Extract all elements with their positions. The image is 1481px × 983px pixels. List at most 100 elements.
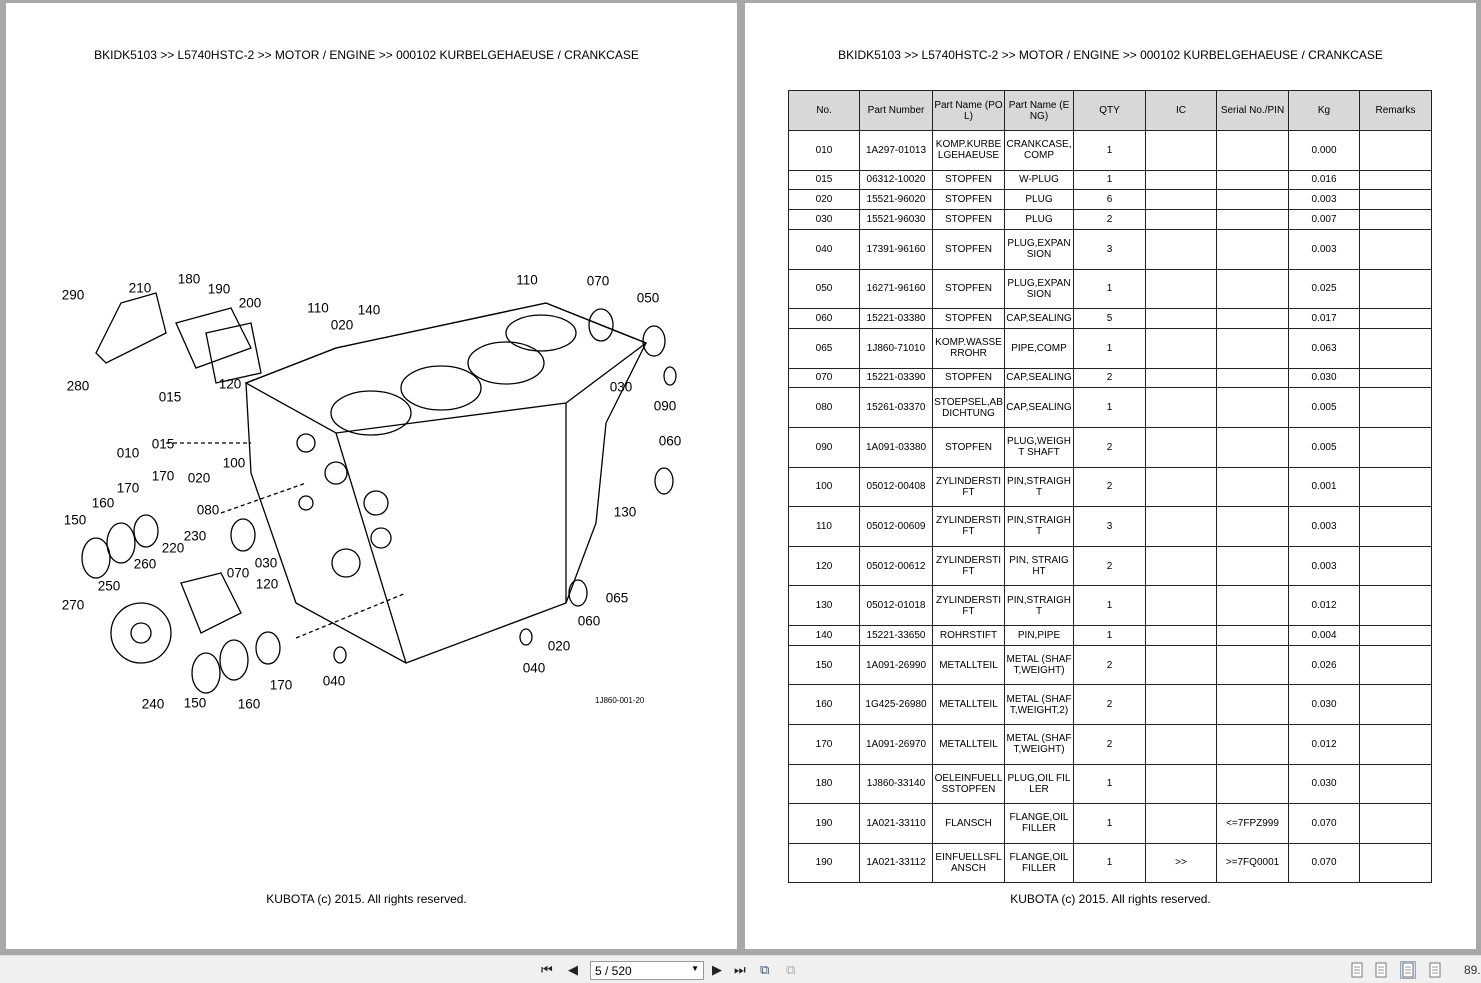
table-cell <box>1216 684 1289 725</box>
table-cell <box>1145 545 1217 587</box>
table-cell: PLUG,WEIGHT SHAFT <box>1004 426 1074 468</box>
table-cell: 15521-96020 <box>859 189 933 211</box>
table-cell: CAP,SEALING <box>1004 367 1074 389</box>
table-cell: PIN,STRAIGHT <box>1004 466 1074 508</box>
table-cell <box>1359 189 1432 211</box>
single-page-view-icon[interactable] <box>1349 961 1365 979</box>
two-page-continuous-icon[interactable] <box>1427 961 1443 979</box>
two-page-view-icon[interactable] <box>1400 961 1416 979</box>
table-cell: 110 <box>788 506 860 547</box>
zoom-level[interactable]: 89. <box>1464 963 1481 977</box>
table-cell <box>1216 426 1289 468</box>
prev-page-button[interactable]: ◀ <box>568 962 578 977</box>
table-cell: ZYLINDERSTIFT <box>932 506 1005 547</box>
table-cell: 1A091-03380 <box>859 426 933 468</box>
table-cell: 0.005 <box>1288 387 1360 428</box>
table-cell: 0.001 <box>1288 466 1360 508</box>
table-cell: 1 <box>1073 130 1146 171</box>
callout-label: 070 <box>226 565 250 581</box>
table-cell: 065 <box>788 327 860 369</box>
table-cell <box>1359 130 1432 171</box>
table-cell: 0.030 <box>1288 684 1360 725</box>
table-cell: 1 <box>1073 624 1146 646</box>
table-cell <box>1216 209 1289 230</box>
table-cell <box>1145 327 1217 369</box>
table-cell: 1J860-33140 <box>859 763 933 805</box>
first-page-button[interactable]: ⏮ <box>541 962 553 977</box>
table-cell: PLUG,OIL FILLER <box>1004 763 1074 805</box>
table-cell <box>1145 189 1217 211</box>
column-header: Remarks <box>1359 90 1432 131</box>
table-cell <box>1359 723 1432 765</box>
table-cell: 190 <box>788 803 860 844</box>
callout-label: 030 <box>609 379 633 395</box>
table-cell <box>1216 367 1289 389</box>
table-cell <box>1216 327 1289 369</box>
table-cell: 0.000 <box>1288 130 1360 171</box>
table-cell: 5 <box>1073 308 1146 329</box>
table-cell: W-PLUG <box>1004 169 1074 191</box>
callout-label: 150 <box>183 695 207 711</box>
next-view-icon[interactable]: ⧉ <box>786 962 796 977</box>
chevron-down-icon[interactable]: ▼ <box>691 964 699 973</box>
table-cell: 050 <box>788 268 860 310</box>
table-cell: PLUG <box>1004 189 1074 211</box>
table-cell: 0.063 <box>1288 327 1360 369</box>
table-cell: 05012-00612 <box>859 545 933 587</box>
next-page-button[interactable]: ▶ <box>712 962 722 977</box>
table-cell <box>1359 466 1432 508</box>
page-number-input[interactable]: 5 / 520▼ <box>590 961 704 980</box>
column-header: IC <box>1145 90 1217 131</box>
table-cell: 0.012 <box>1288 723 1360 765</box>
table-cell <box>1216 763 1289 805</box>
table-cell: 1 <box>1073 803 1146 844</box>
table-cell: PIN,PIPE <box>1004 624 1074 646</box>
table-cell <box>1145 367 1217 389</box>
table-cell: KOMP.KURBELGEHAEUSE <box>932 130 1005 171</box>
table-cell: 0.007 <box>1288 209 1360 230</box>
table-cell: STOPFEN <box>932 367 1005 389</box>
table-cell: 3 <box>1073 228 1146 270</box>
table-cell: PIN,STRAIGHT <box>1004 585 1074 626</box>
table-cell: 150 <box>788 644 860 686</box>
table-cell: 070 <box>788 367 860 389</box>
callout-label: 020 <box>187 470 211 486</box>
table-cell: 0.070 <box>1288 842 1360 884</box>
table-cell: EINFUELLSFLANSCH <box>932 842 1005 884</box>
table-cell <box>1145 684 1217 725</box>
table-cell <box>1216 130 1289 171</box>
table-cell: 15521-96030 <box>859 209 933 230</box>
column-header: Part Number <box>859 90 933 131</box>
callout-label: 110 <box>516 272 538 288</box>
last-page-button[interactable]: ⏭ <box>734 962 746 977</box>
callout-label: 015 <box>151 436 175 452</box>
callout-label: 290 <box>61 287 85 303</box>
table-cell: 100 <box>788 466 860 508</box>
table-cell <box>1359 426 1432 468</box>
table-cell: STOPFEN <box>932 209 1005 230</box>
callout-label: 270 <box>61 597 85 613</box>
callout-label: 100 <box>222 455 246 471</box>
table-cell: 1A091-26990 <box>859 644 933 686</box>
callout-label: 250 <box>97 578 121 594</box>
callout-label: 040 <box>522 660 546 676</box>
table-cell: 0.003 <box>1288 506 1360 547</box>
column-header: QTY <box>1073 90 1146 131</box>
table-cell: 2 <box>1073 723 1146 765</box>
table-cell: OELEINFUELLSSTOPFEN <box>932 763 1005 805</box>
callout-label: 280 <box>66 378 90 394</box>
callout-label: 020 <box>547 638 571 654</box>
table-cell: 1J860-71010 <box>859 327 933 369</box>
previous-view-icon[interactable]: ⧉ <box>760 962 770 977</box>
continuous-view-icon[interactable] <box>1373 961 1389 979</box>
